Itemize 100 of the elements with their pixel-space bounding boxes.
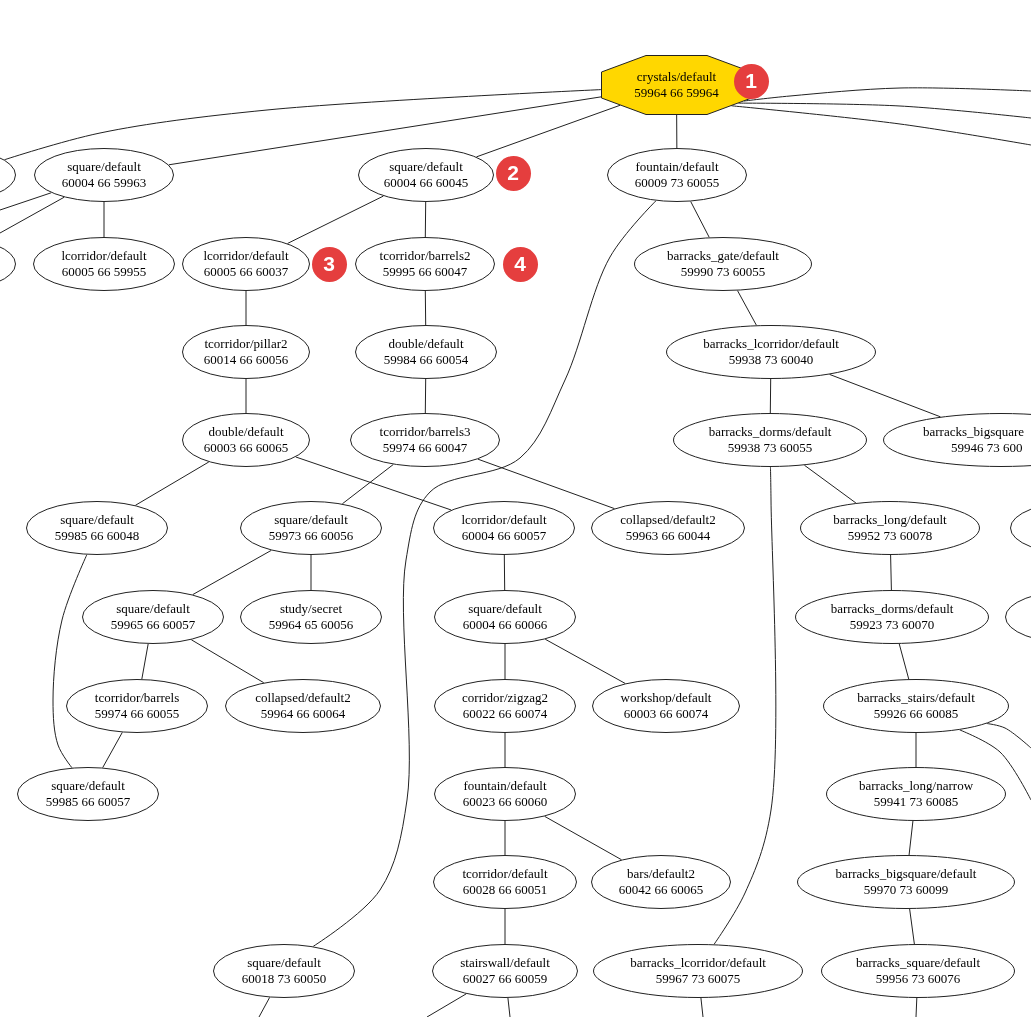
ellipse-node	[591, 855, 731, 909]
ellipse-node	[355, 237, 495, 291]
connector-line	[102, 731, 123, 769]
node-title: barracks_long/default	[833, 512, 947, 528]
node-title: bars/default2	[627, 866, 695, 882]
connector-line	[258, 996, 271, 1017]
node-title: double/default	[208, 424, 284, 440]
node-title: barracks_lcorridor/default	[703, 336, 839, 352]
node-title: barracks_long/narrow	[858, 778, 974, 794]
connector-line	[890, 554, 892, 591]
connector-line	[690, 201, 710, 238]
node-coordinates: 60005 66 60037	[203, 264, 289, 280]
ellipse-node	[240, 501, 382, 555]
node-title: square/default	[247, 955, 321, 971]
connector-line	[424, 290, 427, 326]
connector-line	[245, 378, 247, 414]
connector-line	[504, 820, 506, 856]
node-coordinates: 59938 73 60055	[727, 440, 813, 456]
connector-line	[737, 102, 1031, 119]
node-title: tcorridor/pillar2	[204, 336, 288, 352]
node-title: study/secret	[279, 601, 343, 617]
connector-line	[52, 554, 88, 769]
node-title: square/default	[116, 601, 190, 617]
node-coordinates: 59984 66 60054	[383, 352, 469, 368]
node-coordinates: 59923 73 60070	[849, 617, 935, 633]
ellipse-node	[240, 590, 382, 644]
ellipse-node	[433, 855, 577, 909]
node-coordinates: 60009 73 60055	[634, 175, 720, 191]
connector-line	[829, 373, 941, 418]
connector-line	[3, 89, 602, 161]
ellipse-node	[591, 501, 745, 555]
node-coordinates: 59952 73 60078	[847, 528, 933, 544]
ellipse-node	[673, 413, 867, 467]
ellipse-node	[17, 767, 159, 821]
ellipse-node	[800, 501, 980, 555]
node-coordinates: 60022 66 60074	[462, 706, 548, 722]
node-coordinates: 60004 66 59963	[61, 175, 147, 191]
ellipse-node	[634, 237, 812, 291]
node-title: square/default	[468, 601, 542, 617]
connector-line	[676, 114, 678, 149]
node-title: tcorridor/barrels3	[379, 424, 471, 440]
connector-line	[0, 192, 52, 211]
connector-line	[504, 643, 506, 680]
node-coordinates: 60014 66 60056	[203, 352, 289, 368]
node-coordinates: 60028 66 60051	[462, 882, 548, 898]
connector-line	[713, 466, 777, 945]
connector-line	[192, 549, 272, 596]
connector-line	[475, 104, 621, 158]
node-title: crystals/default	[636, 69, 717, 85]
connector-line	[310, 554, 312, 591]
node-title: collapsed/default2	[620, 512, 716, 528]
connector-line	[507, 997, 511, 1017]
node-title: barracks_dorms/default	[830, 601, 954, 617]
node-title: tcorridor/default	[462, 866, 548, 882]
connector-line	[426, 993, 467, 1017]
node-title: barracks_bigsquare	[923, 424, 1025, 440]
node-coordinates: 60042 66 60065	[618, 882, 704, 898]
connector-line	[312, 200, 657, 947]
node-coordinates: 59967 73 60075	[655, 971, 741, 987]
ellipse-node	[182, 413, 310, 467]
connector-line	[341, 463, 394, 505]
ellipse-node	[34, 148, 174, 202]
node-coordinates: 59965 66 60057	[110, 617, 196, 633]
connector-line	[986, 723, 1031, 749]
node-coordinates: 60004 66 60057	[461, 528, 547, 544]
node-title: barracks_bigsquare/default	[835, 866, 977, 882]
node-coordinates: 60003 66 60074	[623, 706, 709, 722]
ellipse-node	[350, 413, 500, 467]
connector-line	[730, 105, 1031, 146]
ellipse-node	[225, 679, 381, 733]
connector-line	[424, 378, 427, 414]
ellipse-node	[434, 679, 576, 733]
connector-line	[544, 638, 626, 684]
ellipse-node	[434, 767, 576, 821]
connector-line	[0, 196, 65, 234]
node-coordinates: 60004 66 60066	[462, 617, 548, 633]
connector-line	[743, 87, 1031, 102]
ellipse-node	[33, 237, 175, 291]
node-title: barracks_lcorridor/default	[630, 955, 766, 971]
connector-line	[190, 639, 265, 684]
connector-line	[477, 458, 615, 510]
ellipse-node	[593, 944, 803, 998]
connector-line	[908, 820, 914, 856]
node-coordinates: 59985 66 60057	[45, 794, 131, 810]
ellipse-node	[355, 325, 497, 379]
node-title: square/default	[67, 159, 141, 175]
node-coordinates: 59964 66 59964	[634, 85, 719, 101]
connector-line	[141, 643, 149, 680]
node-coordinates: 59956 73 60076	[875, 971, 961, 987]
callout-number: 2	[495, 155, 531, 191]
node-coordinates: 59990 73 60055	[680, 264, 766, 280]
node-coordinates: 60018 73 60050	[241, 971, 327, 987]
node-title: tcorridor/barrels	[94, 690, 180, 706]
connector-line	[769, 378, 772, 414]
node-title: square/default	[274, 512, 348, 528]
node-coordinates: 59995 66 60047	[382, 264, 468, 280]
connector-line	[287, 195, 384, 244]
connector-line	[915, 997, 918, 1017]
connector-line	[909, 908, 915, 945]
connector-line	[504, 908, 506, 945]
